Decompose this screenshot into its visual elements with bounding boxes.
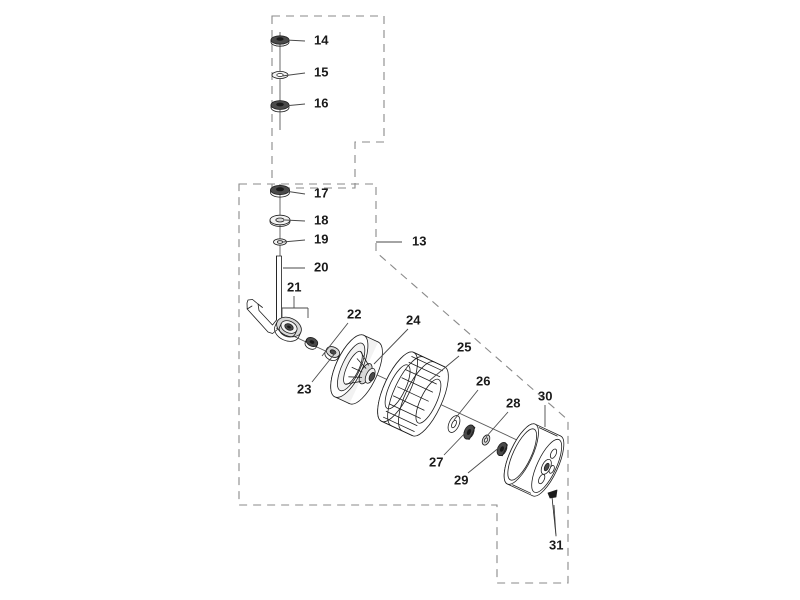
callout-label-24: 24 [406, 312, 421, 327]
leader-16 [283, 103, 306, 107]
leader-31 [553, 504, 557, 537]
part-23-bearing-race [304, 337, 319, 350]
part-26-thrust-washer [447, 415, 461, 433]
part-24-wheel-hub [330, 334, 383, 405]
leader-18 [284, 219, 306, 222]
part-25-tire [377, 351, 449, 437]
callout-label-23: 23 [297, 381, 311, 396]
leader-22 [321, 322, 349, 357]
part-29-nut [496, 441, 508, 457]
leader-29 [467, 445, 502, 474]
leader-24 [373, 328, 409, 365]
callout-label-17: 17 [314, 185, 328, 200]
callout-label-27: 27 [429, 454, 443, 469]
leader-lines [281, 39, 557, 537]
callout-label-28: 28 [506, 395, 520, 410]
part-30-brake-drum [503, 423, 565, 497]
leader-17 [284, 190, 306, 195]
callout-label-26: 26 [476, 373, 490, 388]
callout-label-16: 16 [314, 95, 328, 110]
callout-label-19: 19 [314, 231, 328, 246]
leader-15 [281, 72, 306, 77]
part-28-washer [481, 434, 491, 446]
callout-label-30: 30 [538, 388, 552, 403]
callout-label-31: 31 [549, 537, 563, 552]
leader-26 [453, 389, 479, 421]
part-16-lock-washer [270, 100, 290, 113]
leader-25 [428, 355, 460, 382]
callout-label-22: 22 [347, 306, 361, 321]
callout-label-21: 21 [287, 279, 301, 294]
callout-label-18: 18 [314, 212, 328, 227]
tire-tread-lines [381, 351, 445, 437]
callout-label-15: 15 [314, 64, 328, 79]
mid-fastener-stack [246, 184, 291, 334]
leader-28 [485, 411, 509, 438]
part-20-bent-rod [246, 255, 282, 334]
part-21-bearing-assembly [274, 296, 309, 342]
dashed-group-outlines [238, 15, 569, 584]
part-15-washer [271, 71, 289, 80]
callout-label-14: 14 [314, 32, 329, 47]
part-27-bearing [463, 424, 476, 440]
callout-label-25: 25 [457, 339, 471, 354]
leader-23 [311, 351, 337, 383]
callout-labels: 14 15 16 13 17 18 19 20 21 22 23 24 25 2… [287, 32, 563, 552]
callout-label-13: 13 [412, 233, 426, 248]
callout-label-20: 20 [314, 259, 328, 274]
leader-14 [285, 39, 306, 42]
upper-fastener-stack [270, 32, 290, 130]
leader-19 [282, 239, 306, 243]
leader-27 [443, 430, 468, 456]
part-18-flat-washer [269, 214, 291, 227]
part-17-nut [270, 184, 290, 198]
callout-label-29: 29 [454, 472, 468, 487]
part-21-bracket [281, 296, 309, 318]
main-assembly-group-outline [238, 183, 569, 584]
